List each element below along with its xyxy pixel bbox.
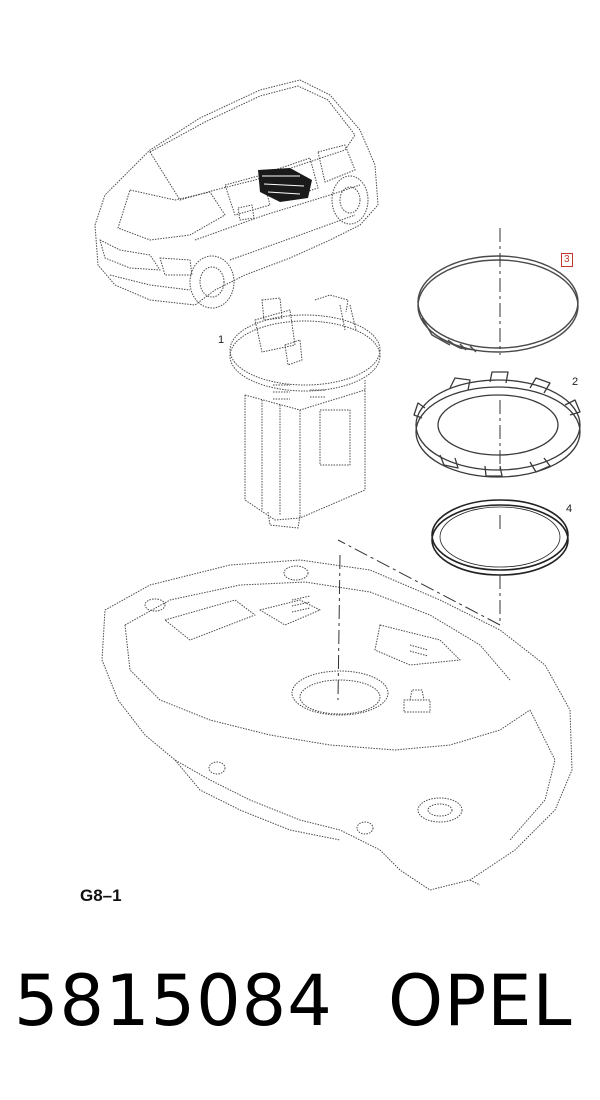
car-illustration <box>94 79 379 309</box>
brand-name: OPEL <box>388 960 573 1042</box>
fuel-tank <box>101 559 573 891</box>
callout-label-lock-ring: 2 <box>572 376 579 388</box>
assembly-axis-lines <box>337 228 501 701</box>
lock-ring <box>413 371 581 478</box>
callout-label-seal: 4 <box>566 503 573 515</box>
part-number: 5815084 <box>14 960 333 1042</box>
seal-ring <box>431 499 569 576</box>
clamp-ring <box>417 255 579 353</box>
callout-label-pump: 1 <box>218 334 225 346</box>
callout-label-clamp: 3 <box>561 253 573 267</box>
fuel-pump-module <box>229 294 381 529</box>
fuel-tank-location-marker <box>258 168 312 202</box>
diagram-code: G8–1 <box>80 886 122 905</box>
